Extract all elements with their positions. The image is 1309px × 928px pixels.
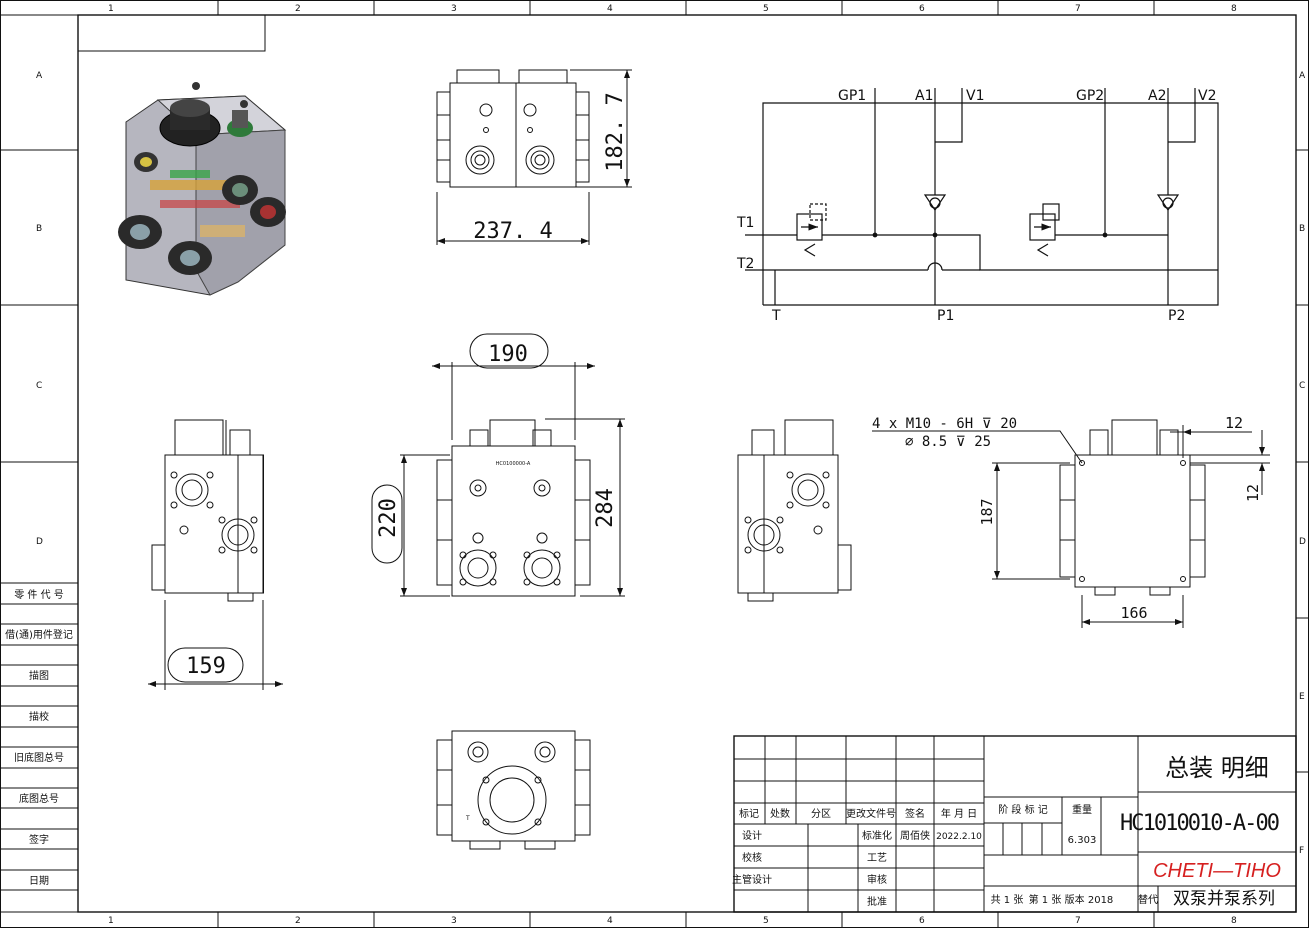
row-e-right: E xyxy=(1299,692,1305,702)
bottom-view xyxy=(436,730,591,850)
row-b-right: B xyxy=(1299,224,1305,234)
tb-header-zone: 分区 xyxy=(811,808,831,820)
col-5: 5 xyxy=(763,4,769,14)
tb-process: 工艺 xyxy=(867,852,887,864)
row-f-right: F xyxy=(1299,846,1304,856)
tb-approve: 批准 xyxy=(867,895,887,908)
col-6-bottom: 6 xyxy=(919,916,925,926)
dim-rear-height: 187 xyxy=(978,498,996,525)
rear-view xyxy=(872,419,1270,628)
tb-date: 2022.2.10 xyxy=(936,832,982,842)
tb-drawing-name: 总装 明细 xyxy=(1165,754,1269,782)
col-2-bottom: 2 xyxy=(295,916,301,926)
tb-standard: 标准化 xyxy=(862,829,892,842)
col-7: 7 xyxy=(1075,4,1081,14)
label-p1: P1 xyxy=(937,308,954,324)
col-1-bottom: 1 xyxy=(108,916,114,926)
col-1: 1 xyxy=(108,4,114,14)
row-a-right: A xyxy=(1299,71,1306,81)
label-gp2: GP2 xyxy=(1076,88,1104,104)
row-a: A xyxy=(36,71,43,81)
strip-borrowed: 借(通)用件登记 xyxy=(5,628,73,641)
dim-side-width: 159 xyxy=(186,654,226,679)
col-4: 4 xyxy=(607,4,613,14)
tb-drawing-number: HC1010010-A-00 xyxy=(1120,811,1280,836)
tb-design: 设计 xyxy=(742,829,762,842)
strip-old-number: 旧底图总号 xyxy=(14,751,64,764)
tb-weight-label: 重量 xyxy=(1072,803,1092,816)
tb-check: 校核 xyxy=(742,851,762,864)
col-7-bottom: 7 xyxy=(1075,916,1081,926)
tb-standard-sign: 周佰侠 xyxy=(900,829,930,842)
strip-base-number: 底图总号 xyxy=(19,792,59,805)
col-6: 6 xyxy=(919,4,925,14)
label-p2: P2 xyxy=(1168,308,1185,324)
tb-company: CHETI—TIHO xyxy=(1153,860,1281,882)
label-v2: V2 xyxy=(1198,88,1216,104)
tb-header-count: 处数 xyxy=(770,807,790,820)
tb-sheet-no: 第 1 张 xyxy=(1029,893,1062,906)
strip-trace-check: 描校 xyxy=(29,710,49,723)
port-t: T xyxy=(465,815,470,822)
label-t2: T2 xyxy=(736,256,754,272)
tb-review: 审核 xyxy=(867,873,887,886)
strip-date: 日期 xyxy=(29,875,49,887)
row-c: C xyxy=(36,381,42,391)
col-4-bottom: 4 xyxy=(607,916,613,926)
dim-rear-offset-x: 12 xyxy=(1225,414,1243,432)
tb-header-change-doc: 更改文件号 xyxy=(846,807,896,820)
label-a2: A2 xyxy=(1148,88,1166,104)
strip-trace: 描图 xyxy=(29,669,49,682)
tb-weight: 6.303 xyxy=(1068,835,1097,846)
tb-header-sign: 签名 xyxy=(905,807,925,820)
dim-front-height: 284 xyxy=(593,488,618,528)
dim-front-inner-height: 220 xyxy=(376,498,401,538)
label-v1: V1 xyxy=(966,88,984,104)
col-2: 2 xyxy=(295,4,301,14)
hole-callout-drill: ⌀ 8.5 ⊽ 25 xyxy=(905,434,991,450)
col-8: 8 xyxy=(1231,4,1237,14)
strip-part-code: 零 件 代 号 xyxy=(14,589,64,601)
col-3: 3 xyxy=(451,4,457,14)
dim-front-width: 190 xyxy=(488,342,528,367)
dim-top-height: 182. 7 xyxy=(603,92,628,171)
tb-header-date: 年 月 日 xyxy=(941,807,977,820)
tb-sheets-total: 共 1 张 xyxy=(991,894,1024,906)
hydraulic-schematic xyxy=(745,88,1219,306)
label-t: T xyxy=(771,308,781,324)
strip-sign: 签字 xyxy=(29,833,49,846)
dim-top-width: 237. 4 xyxy=(473,219,552,244)
left-side-view xyxy=(148,419,283,690)
right-side-view xyxy=(737,419,852,602)
dim-rear-offset-y: 12 xyxy=(1244,484,1262,502)
tb-stage-label: 阶 段 标 记 xyxy=(998,803,1048,816)
isometric-3d-model xyxy=(118,82,287,296)
tb-version: 版本 2018 xyxy=(1065,893,1114,906)
row-d: D xyxy=(36,537,43,547)
title-block xyxy=(733,735,1297,913)
tb-header-mark: 标记 xyxy=(739,808,759,820)
zone-labels: 1 2 3 4 5 6 7 8 1 2 3 4 5 6 7 8 A B C D … xyxy=(36,4,1306,926)
col-8-bottom: 8 xyxy=(1231,916,1237,926)
col-5-bottom: 5 xyxy=(763,916,769,926)
left-strip-table xyxy=(0,582,79,913)
front-view xyxy=(371,333,625,597)
label-gp1: GP1 xyxy=(838,88,866,104)
col-3-bottom: 3 xyxy=(451,916,457,926)
hole-callout-thread: 4 x M10 - 6H ⊽ 20 xyxy=(872,416,1017,432)
row-b: B xyxy=(36,224,42,234)
top-view xyxy=(436,69,632,245)
row-d-right: D xyxy=(1299,537,1306,547)
dim-rear-width: 166 xyxy=(1120,604,1147,622)
label-plate: HC0100000-A xyxy=(496,461,531,467)
label-a1: A1 xyxy=(915,88,933,104)
tb-chief: 主管设计 xyxy=(732,873,772,886)
tb-replace-label: 替代 xyxy=(1138,893,1158,906)
label-t1: T1 xyxy=(736,215,754,231)
tb-series: 双泵并泵系列 xyxy=(1173,889,1275,909)
row-c-right: C xyxy=(1299,381,1305,391)
